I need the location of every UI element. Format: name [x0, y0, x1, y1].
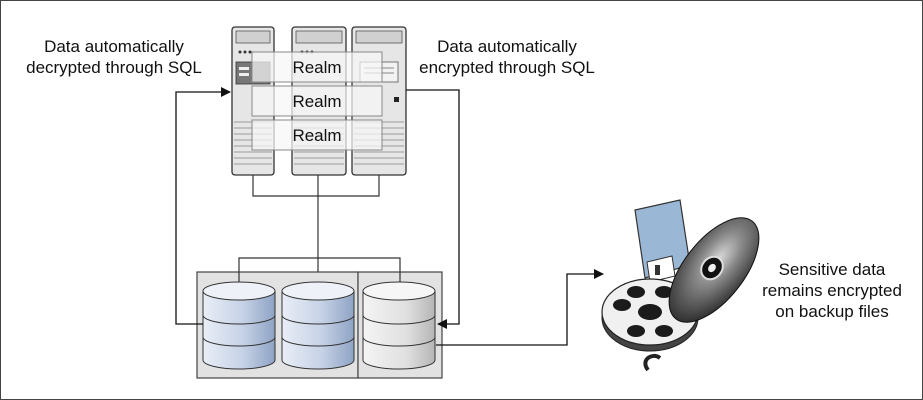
decrypted-label: Data automatically decrypted through SQL: [26, 37, 202, 77]
encrypt-arrow: [406, 89, 460, 329]
optical-disc-icon: [668, 217, 760, 323]
realm-label-3: Realm: [292, 126, 341, 145]
realm-box-1: Realm: [251, 51, 383, 83]
decrypt-arrow: [175, 87, 231, 325]
backup-arrow: [436, 269, 604, 346]
database-icon-2: [281, 281, 355, 370]
realm-label-1: Realm: [292, 58, 341, 77]
database-icon-3: [362, 281, 436, 370]
realm-box-3: Realm: [251, 119, 383, 151]
realm-label-2: Realm: [292, 92, 341, 111]
server-connector: [252, 175, 380, 272]
realm-box-2: Realm: [251, 85, 383, 117]
database-icon-1: [202, 281, 276, 370]
encrypted-label: Data automatically encrypted through SQL: [419, 37, 595, 77]
backup-label: Sensitive data remains encrypted on back…: [762, 260, 902, 321]
